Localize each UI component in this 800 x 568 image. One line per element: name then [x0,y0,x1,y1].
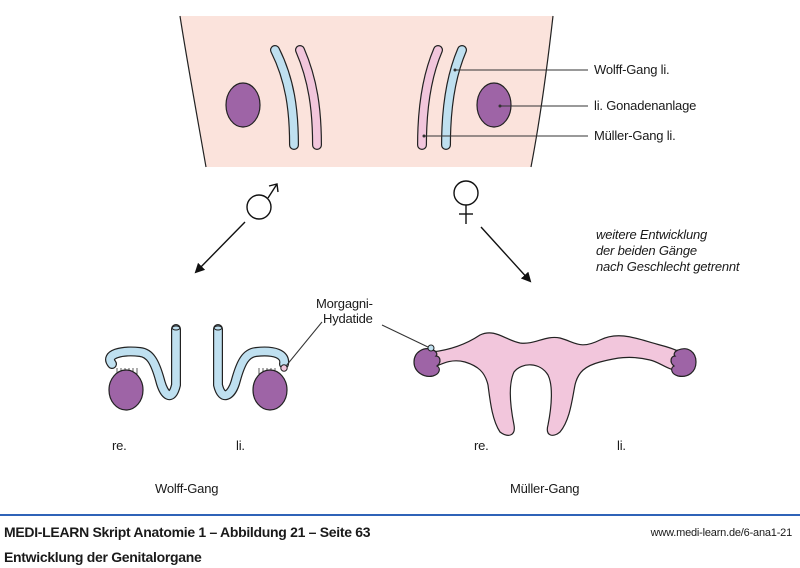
testis-right [108,369,144,411]
footer-url[interactable]: www.medi-learn.de/6-ana1-21 [650,527,793,539]
label-wolff-gang-left: Wolff-Gang li. [594,62,670,77]
testis-left [252,369,288,411]
male-symbol-icon [246,183,279,220]
label-female-li: li. [617,438,626,453]
gonad-right [225,82,261,128]
note-line-1: weitere Entwicklung [596,227,708,242]
label-male-li: li. [236,438,245,453]
note-line-2: der beiden Gänge [596,243,697,258]
caption-mueller-gang: Müller-Gang [510,481,580,496]
embryo-body-left-edge [179,15,207,168]
arrow-male [194,221,246,274]
footer-subtitle: Entwicklung der Genitalorgane [4,549,202,565]
label-gonad-left: li. Gonadenanlage [594,98,697,113]
morgagni-hydatide-female [427,344,435,352]
arrow-female [480,226,532,283]
note-line-3: nach Geschlecht getrennt [596,259,740,274]
label-female-re: re. [474,438,489,453]
male-left-testis-group [213,324,290,411]
morgagni-hydatide-male [280,364,288,372]
label-morgagni-line2: Hydatide [323,311,373,326]
male-right-testis-group [105,324,181,411]
female-symbol-icon [453,180,479,224]
caption-wolff-gang: Wolff-Gang [155,481,219,496]
label-male-re: re. [112,438,127,453]
uterus [431,332,681,436]
label-morgagni-line1: Morgagni- [316,296,373,311]
leader-morgagni-male [285,321,323,367]
ovary-right [413,348,441,377]
footer-rule [0,514,800,516]
ovary-left [670,348,697,377]
development-note: weitere Entwicklung der beiden Gänge nac… [596,227,740,275]
embryo-body-right-edge [530,15,554,168]
leader-morgagni-female [381,324,431,349]
gonad-left [476,82,512,128]
label-mueller-gang-left: Müller-Gang li. [594,128,676,143]
footer-title: MEDI-LEARN Skript Anatomie 1 – Abbildung… [4,524,371,540]
